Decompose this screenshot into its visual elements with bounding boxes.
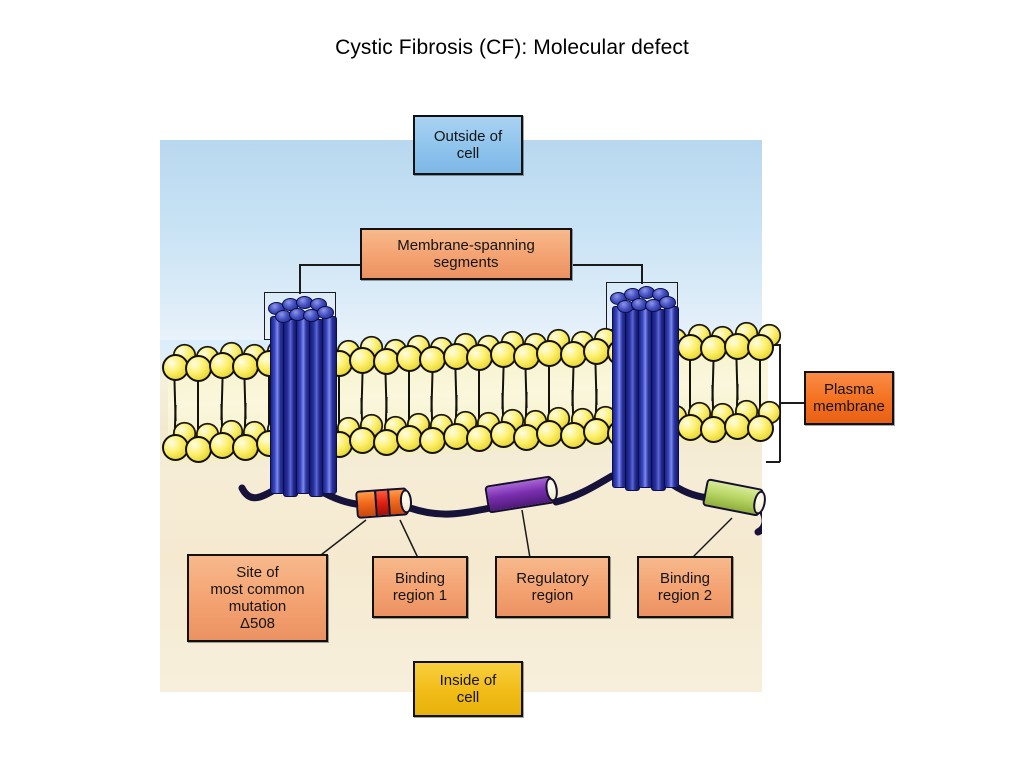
- label-inside-of-cell-text: Inside of cell: [440, 672, 497, 707]
- label-outside-of-cell[interactable]: Outside of cell: [413, 115, 523, 175]
- lipid-head: [559, 340, 587, 368]
- lipid-tail: [688, 357, 691, 402]
- br1-line-1: Binding: [394, 569, 446, 587]
- membrane-spanning-bundle-left: [268, 296, 337, 648]
- lipid-head: [162, 433, 189, 461]
- lipid-tail: [337, 371, 340, 416]
- mss-line-2: segments: [433, 254, 499, 271]
- lipid-head: [723, 412, 751, 440]
- leader-left-horizontal: [299, 264, 367, 266]
- label-site-of-most-common-mutation[interactable]: Site of most common mutation Δ508: [187, 554, 328, 642]
- br2-line-2: region 2: [657, 587, 713, 604]
- lipid-head: [442, 423, 470, 451]
- helix-cap: [317, 306, 334, 319]
- lipid-tail: [408, 368, 410, 413]
- br2-line-1: Binding: [659, 569, 711, 587]
- page-title: Cystic Fibrosis (CF): Molecular defect: [335, 36, 689, 59]
- binding-region-1-cylinder: [355, 487, 413, 519]
- plasma-membrane-bracket-bottom: [766, 461, 780, 463]
- lipid-head: [559, 421, 587, 449]
- inside-line-1: Inside of: [439, 671, 497, 689]
- helix-cap: [659, 296, 676, 309]
- lipid-bilayer: [160, 320, 782, 485]
- lipid-head: [419, 427, 447, 455]
- label-membrane-spanning-text: Membrane-spanning segments: [397, 237, 535, 272]
- br1-line-2: region 1: [392, 587, 448, 604]
- lipid-head: [419, 346, 447, 374]
- label-regulatory-region-text: Regulatory region: [516, 570, 589, 605]
- leader-right-vertical: [641, 264, 643, 284]
- lipid-tail: [478, 365, 481, 410]
- lipid-head: [513, 423, 540, 451]
- transmembrane-helix: [664, 306, 679, 488]
- lipid-head: [723, 332, 751, 360]
- leader-left-vertical: [299, 264, 301, 294]
- lipid-head: [513, 342, 540, 370]
- lipid-head: [349, 346, 377, 374]
- plasma-membrane-bracket-stem: [779, 402, 805, 404]
- label-binding-region-1[interactable]: Binding region 1: [372, 556, 468, 618]
- pm-line-1: Plasma: [823, 380, 874, 398]
- label-plasma-membrane[interactable]: Plasma membrane: [804, 371, 894, 425]
- label-binding-region-1-text: Binding region 1: [393, 570, 447, 605]
- mut-line-3: mutation: [228, 598, 287, 615]
- lipid-head: [232, 434, 260, 462]
- lipid-head: [747, 414, 774, 442]
- membrane-spanning-bundle-right: [610, 286, 679, 638]
- lipid-tail: [197, 376, 200, 421]
- lipid-tail: [759, 355, 761, 400]
- inside-line-2: cell: [456, 689, 480, 706]
- lipid-head: [747, 333, 774, 361]
- label-binding-region-2-text: Binding region 2: [658, 570, 712, 605]
- mss-line-1: Membrane-spanning: [397, 236, 535, 254]
- transmembrane-helix: [322, 316, 337, 494]
- label-mutation-text: Site of most common mutation Δ508: [210, 564, 304, 633]
- leader-right-horizontal: [573, 264, 643, 266]
- label-outside-of-cell-text: Outside of cell: [434, 128, 502, 163]
- reg-line-2: region: [531, 587, 574, 604]
- mut-line-2: most common: [210, 580, 305, 598]
- mut-line-1: Site of: [236, 563, 279, 581]
- label-plasma-membrane-text: Plasma membrane: [813, 381, 885, 416]
- lipid-head: [536, 419, 564, 447]
- reg-line-1: Regulatory: [516, 569, 589, 587]
- lipid-tail: [548, 363, 551, 408]
- mut-line-4: Δ508: [239, 615, 276, 633]
- label-membrane-spanning-segments[interactable]: Membrane-spanning segments: [360, 228, 572, 280]
- lipid-head: [372, 428, 400, 456]
- lipid-tail: [267, 373, 270, 418]
- label-binding-region-2[interactable]: Binding region 2: [637, 556, 733, 618]
- outside-line-1: Outside of: [433, 127, 503, 145]
- outside-line-2: cell: [456, 145, 480, 162]
- label-inside-of-cell[interactable]: Inside of cell: [413, 661, 523, 717]
- label-regulatory-region[interactable]: Regulatory region: [495, 556, 610, 618]
- pm-line-2: membrane: [813, 398, 885, 415]
